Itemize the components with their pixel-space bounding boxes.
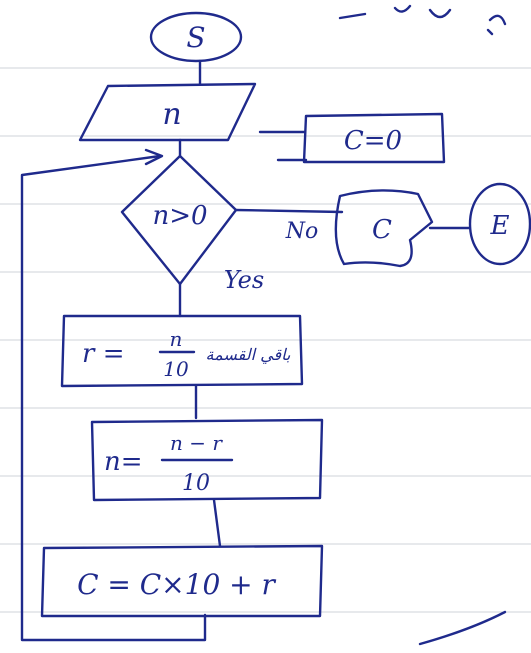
input-parallelogram — [78, 82, 257, 142]
arrow-no-branch — [234, 208, 344, 214]
step-r-numerator: n — [170, 327, 183, 351]
loop-back-line — [20, 154, 207, 642]
start-terminal — [149, 11, 243, 63]
step-r-lhs: r = — [82, 339, 124, 369]
step-n-box — [90, 418, 324, 502]
init-label: C=0 — [344, 126, 402, 156]
no-label: No — [285, 219, 319, 244]
loop-arrowhead — [144, 148, 164, 166]
step-r-box — [60, 314, 304, 388]
scribble-marks — [338, 4, 507, 36]
start-label: S — [186, 21, 205, 54]
step-c-box — [40, 544, 324, 618]
step-n-lhs: n= — [104, 447, 143, 477]
step-c-label: C = C×10 + r — [77, 568, 276, 601]
init-box — [302, 112, 446, 164]
bottom-right-stroke — [418, 610, 507, 646]
step-r-note: باقي القسمة — [206, 345, 291, 364]
end-label: E — [490, 211, 510, 241]
step-r-denominator: 10 — [163, 357, 189, 381]
yes-label: Yes — [224, 266, 264, 294]
arrow-n-to-c — [212, 498, 222, 548]
step-n-numerator: n − r — [170, 431, 223, 455]
output-label: C — [372, 215, 392, 245]
output-shape — [334, 189, 434, 268]
paper-rule-lines — [0, 67, 531, 613]
end-terminal — [468, 182, 531, 266]
arrow-init-to-flow — [258, 130, 308, 162]
input-label: n — [162, 97, 181, 132]
step-n-denominator: 10 — [182, 471, 210, 496]
decision-label: n>0 — [152, 201, 207, 231]
